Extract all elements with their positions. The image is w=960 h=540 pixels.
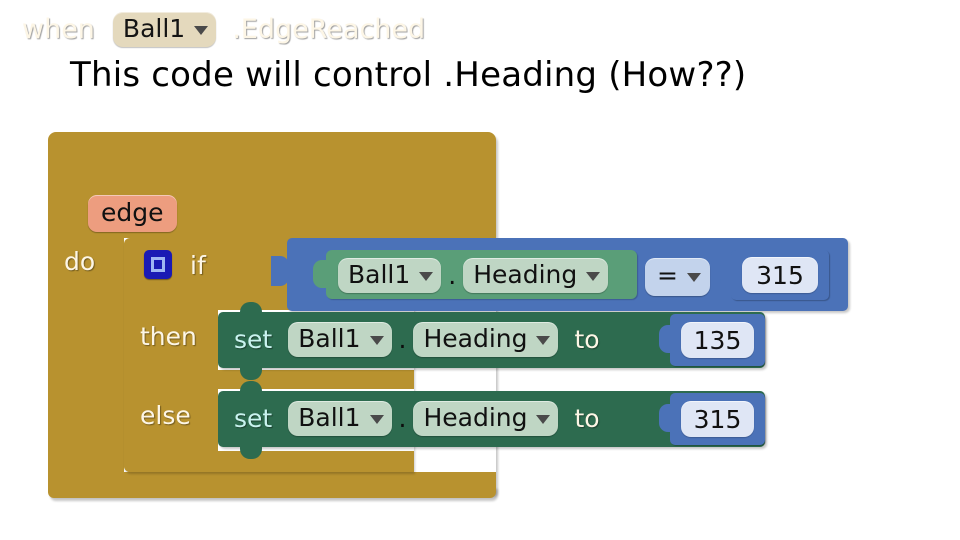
setter-row-then: set Ball1 . Heading to [234,322,600,357]
getter-plug [313,260,329,288]
chevron-down-icon [194,25,209,35]
chevron-down-icon [686,273,701,282]
setter-bottom-notch [240,445,262,459]
setter-to-label-else: to [574,404,600,433]
event-block-bottom [48,486,496,498]
setter-top-notch [240,302,262,316]
chevron-down-icon [536,336,551,345]
chevron-down-icon [369,336,384,345]
number-field-condition[interactable]: 315 [742,257,818,293]
number-plug [720,260,736,288]
chevron-down-icon [536,415,551,424]
page-title: This code will control .Heading (How??) [70,55,747,95]
getter-property-dropdown[interactable]: Heading [463,258,609,293]
event-component-label: Ball1 [122,13,186,43]
if-label: if [190,251,206,280]
math-number-block-condition[interactable]: 315 [720,250,829,300]
set-keyword-else: set [234,404,273,433]
setter-separator-then: . [398,324,407,354]
setter-property-label-then: Heading [423,324,528,353]
number-plug [659,325,675,353]
comparison-operator-dropdown[interactable]: = [645,258,710,296]
setter-property-dropdown-then[interactable]: Heading [413,322,559,357]
math-number-block-else[interactable]: 315 [659,393,765,445]
setter-component-label-else: Ball1 [298,403,361,432]
do-label: do [64,247,96,276]
setter-row-else: set Ball1 . Heading to [234,401,600,436]
event-block-header: when Ball1 .EdgeReached [0,0,448,58]
chevron-down-icon [419,272,434,281]
getter-separator: . [448,260,457,290]
math-number-block-then[interactable]: 135 [659,314,765,366]
getter-component-dropdown[interactable]: Ball1 [338,258,442,293]
getter-row: Ball1 . Heading [338,258,609,293]
number-plug [659,404,675,432]
getter-block-ball1-heading[interactable]: Ball1 . Heading [313,250,637,299]
number-field-else[interactable]: 315 [681,401,754,437]
setter-bottom-notch [240,366,262,380]
setter-separator-else: . [398,403,407,433]
setter-component-label-then: Ball1 [298,324,361,353]
then-label: then [140,322,197,351]
else-label: else [140,401,191,430]
set-keyword-then: set [234,325,273,354]
control-if-footer [124,451,414,472]
event-name-label: .EdgeReached [232,13,426,45]
setter-top-notch [240,381,262,395]
getter-property-label: Heading [473,260,578,289]
event-parameter-edge[interactable]: edge [88,195,177,232]
setter-component-dropdown-then[interactable]: Ball1 [288,322,392,357]
setter-to-label-then: to [574,325,600,354]
chevron-down-icon [586,272,601,281]
getter-component-label: Ball1 [348,260,411,289]
comparison-operator-label: = [657,261,678,290]
compare-left-plug [271,256,289,286]
mutator-icon[interactable] [144,250,172,279]
event-component-dropdown[interactable]: Ball1 [112,11,217,47]
setter-property-label-else: Heading [423,403,528,432]
setter-component-dropdown-else[interactable]: Ball1 [288,401,392,436]
setter-property-dropdown-else[interactable]: Heading [413,401,559,436]
chevron-down-icon [369,415,384,424]
number-field-then[interactable]: 135 [681,322,754,358]
when-label: when [22,13,95,45]
